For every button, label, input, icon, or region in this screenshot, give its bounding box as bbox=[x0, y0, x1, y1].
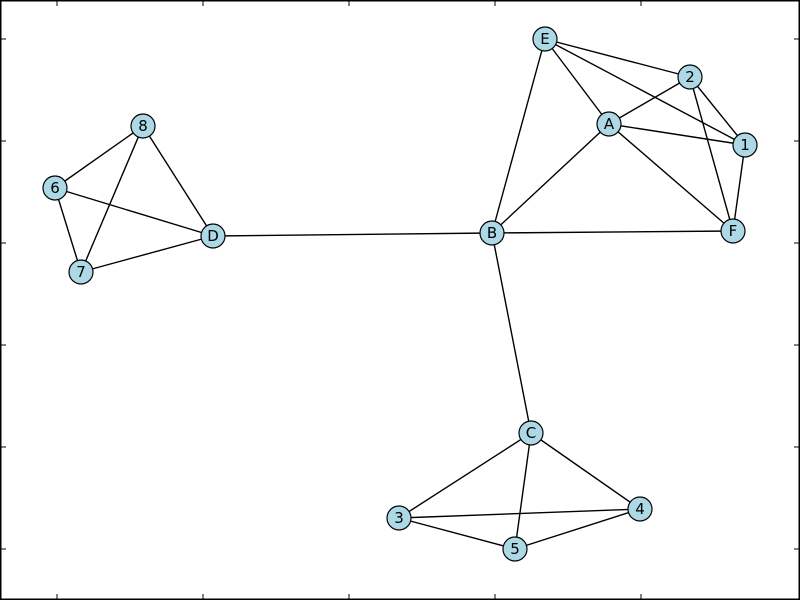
node-C: C bbox=[518, 420, 544, 446]
edge-C-5 bbox=[514, 432, 532, 550]
edge-C-4 bbox=[530, 432, 641, 510]
node-label: A bbox=[604, 115, 615, 133]
edge-6-7 bbox=[54, 187, 82, 273]
edge-B-C bbox=[491, 232, 532, 434]
node-circle bbox=[502, 536, 528, 562]
node-5: 5 bbox=[502, 536, 528, 562]
edge-E-B bbox=[491, 38, 546, 234]
node-label: 5 bbox=[510, 540, 520, 558]
node-1: 1 bbox=[732, 132, 758, 158]
edge-A-F bbox=[608, 123, 734, 232]
edge-8-D bbox=[142, 125, 214, 237]
node-circle bbox=[532, 26, 558, 52]
edge-3-5 bbox=[398, 517, 516, 550]
edge-2-A bbox=[608, 76, 691, 125]
node-label: D bbox=[207, 227, 219, 245]
edge-1-F bbox=[732, 144, 746, 232]
node-label: 1 bbox=[740, 136, 750, 154]
node-circle bbox=[596, 111, 622, 137]
node-8: 8 bbox=[130, 113, 156, 139]
edge-E-2 bbox=[544, 38, 691, 78]
edge-7-D bbox=[80, 235, 214, 273]
edge-B-D bbox=[212, 232, 493, 237]
node-6: 6 bbox=[42, 175, 68, 201]
node-4: 4 bbox=[627, 496, 653, 522]
node-E: E bbox=[532, 26, 558, 52]
node-circle bbox=[42, 175, 68, 201]
node-circle bbox=[627, 496, 653, 522]
node-circle bbox=[677, 64, 703, 90]
node-label: B bbox=[487, 224, 497, 242]
node-label: 8 bbox=[138, 117, 148, 135]
node-circle bbox=[720, 218, 746, 244]
node-label: 7 bbox=[76, 263, 86, 281]
node-circle bbox=[68, 259, 94, 285]
node-label: C bbox=[526, 424, 536, 442]
edge-4-5 bbox=[514, 508, 641, 550]
node-label: 3 bbox=[394, 509, 404, 527]
node-B: B bbox=[479, 220, 505, 246]
node-circle bbox=[200, 223, 226, 249]
node-circle bbox=[479, 220, 505, 246]
node-7: 7 bbox=[68, 259, 94, 285]
edge-8-6 bbox=[54, 125, 144, 189]
edge-E-1 bbox=[544, 38, 746, 146]
node-label: E bbox=[540, 30, 549, 48]
graph-edges bbox=[54, 38, 746, 550]
node-label: 6 bbox=[50, 179, 60, 197]
edge-2-1 bbox=[689, 76, 746, 146]
edge-6-D bbox=[54, 187, 214, 237]
node-2: 2 bbox=[677, 64, 703, 90]
edge-E-A bbox=[544, 38, 610, 125]
edge-A-B bbox=[491, 123, 610, 234]
edge-2-F bbox=[689, 76, 734, 232]
edge-A-1 bbox=[608, 123, 746, 146]
node-D: D bbox=[200, 223, 226, 249]
edge-B-F bbox=[491, 230, 734, 234]
node-circle bbox=[130, 113, 156, 139]
node-3: 3 bbox=[386, 505, 412, 531]
node-circle bbox=[732, 132, 758, 158]
node-circle bbox=[386, 505, 412, 531]
edge-3-4 bbox=[398, 508, 641, 519]
edge-8-7 bbox=[80, 125, 144, 273]
node-label: F bbox=[729, 222, 738, 240]
node-F: F bbox=[720, 218, 746, 244]
graph-nodes: E 2A 1F B 8 6D 7C 3 4 5 bbox=[42, 26, 758, 562]
node-circle bbox=[518, 420, 544, 446]
node-label: 2 bbox=[685, 68, 695, 86]
node-label: 4 bbox=[635, 500, 645, 518]
node-A: A bbox=[596, 111, 622, 137]
edge-C-3 bbox=[398, 432, 532, 519]
